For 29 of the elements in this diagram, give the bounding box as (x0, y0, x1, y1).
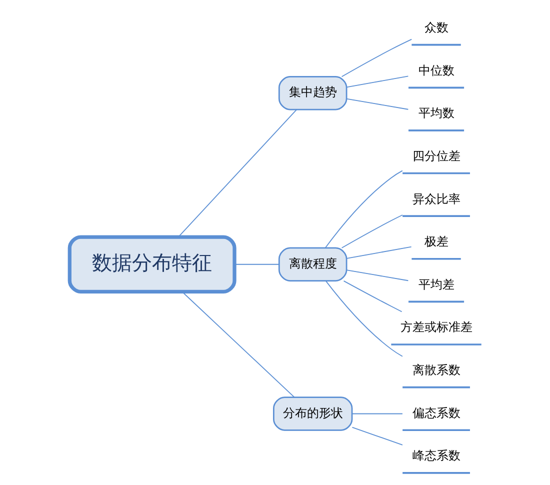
connector (346, 76, 408, 88)
node-text: 方差或标准差 (400, 320, 472, 334)
connector (346, 246, 412, 259)
connector (234, 264, 279, 265)
node-text: 离散系数 (412, 363, 460, 378)
connector (178, 109, 296, 238)
node-text: 平均差 (418, 277, 454, 292)
connector (346, 98, 408, 110)
node-box: 分布的形状 (272, 396, 352, 431)
connector (340, 214, 402, 248)
connector (351, 426, 402, 446)
node-text: 极差 (424, 234, 448, 249)
connector (342, 280, 402, 312)
connector (324, 170, 402, 248)
node-text: 偏态系数 (412, 406, 460, 420)
connector (340, 38, 412, 78)
node-text: 峰态系数 (412, 448, 460, 463)
node-text: 四分位差 (412, 148, 460, 163)
node-box: 数据分布特征 (67, 235, 236, 294)
node-box: 离散程度 (278, 247, 347, 282)
node-text: 众数 (424, 20, 448, 35)
node-box: 集中趋势 (278, 76, 347, 110)
connector (324, 280, 402, 357)
node-text: 中位数 (418, 63, 454, 78)
node-text: 平均数 (418, 106, 454, 120)
connector (351, 413, 402, 414)
connector (181, 291, 294, 398)
node-text: 异众比率 (412, 192, 460, 206)
connector (346, 270, 408, 282)
